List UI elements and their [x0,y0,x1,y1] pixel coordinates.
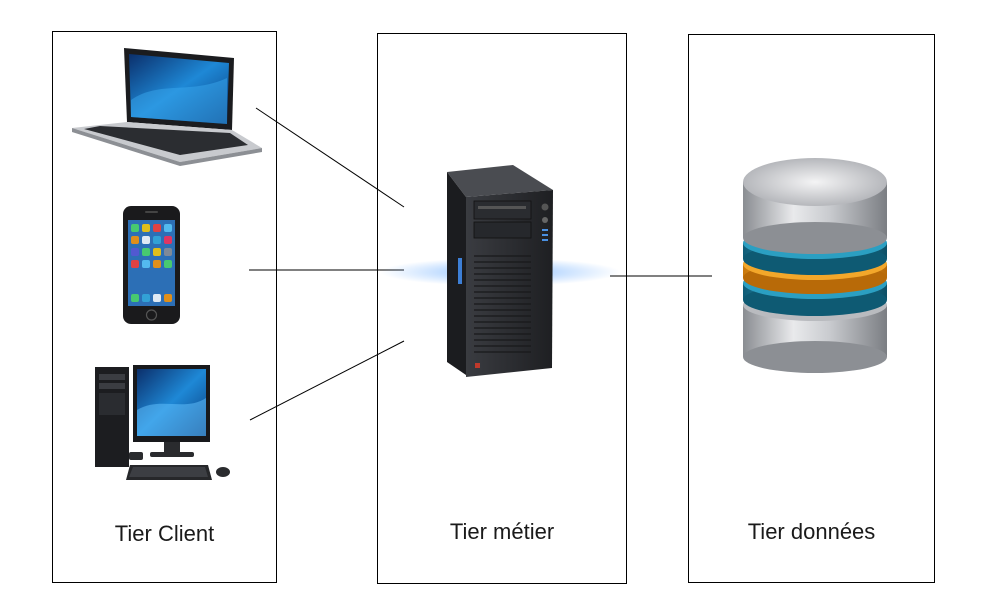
tier-metier-label: Tier métier [449,519,555,544]
smartphone-icon [123,206,180,324]
server-tower-icon [447,165,553,377]
database-icon [743,158,887,373]
desktop-computer-icon [95,365,230,480]
tier-donnees-label: Tier données [747,519,876,544]
line-desktop-to-server [249,340,405,421]
line-laptop-to-server [255,107,405,208]
laptop-icon [72,48,262,166]
connection-lines [249,107,712,421]
tier-client-label: Tier Client [114,521,215,546]
